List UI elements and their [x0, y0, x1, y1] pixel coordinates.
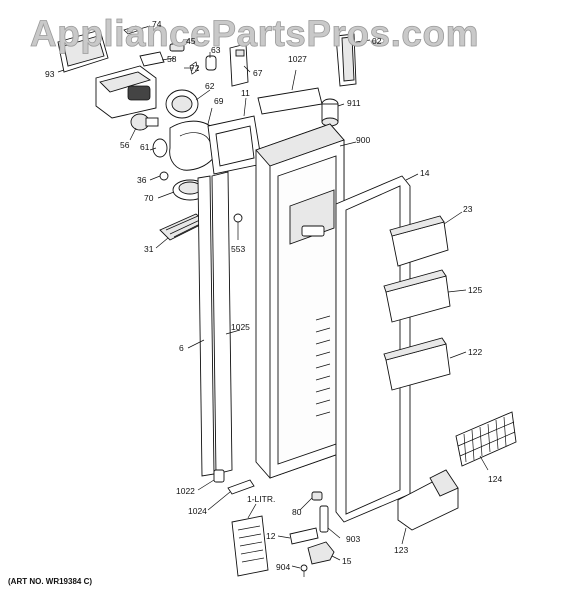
- door-900: [255, 123, 345, 479]
- part-72: [189, 61, 199, 75]
- dispenser-cover-93: [57, 29, 109, 73]
- label-23: 23: [463, 204, 473, 214]
- part-80: [311, 491, 323, 501]
- leader-lines: [57, 25, 489, 569]
- ring-62: [165, 89, 199, 119]
- basket-124: [455, 411, 517, 467]
- part-45: [169, 43, 185, 52]
- label-02: 02: [372, 36, 382, 46]
- bin-123: [397, 469, 459, 531]
- gasket-14: [335, 175, 411, 523]
- strip-1025: [211, 171, 233, 475]
- label-911: 911: [347, 98, 361, 108]
- label-15: 15: [342, 556, 352, 566]
- label-123: 123: [394, 545, 408, 555]
- part-61: [152, 138, 168, 158]
- label-14: 14: [420, 168, 430, 178]
- cap-1027: [257, 87, 323, 115]
- part-1022: [213, 469, 225, 483]
- auger-motor-housing: [95, 65, 157, 119]
- label-72: 72: [190, 63, 200, 73]
- frame-11: [207, 115, 263, 175]
- part-63: [205, 55, 217, 71]
- part-903: [319, 505, 329, 533]
- part-58: [139, 51, 165, 67]
- part-15: [307, 541, 335, 565]
- screw-904: [300, 564, 308, 577]
- label-12: 12: [266, 531, 276, 541]
- label-900: 900: [356, 135, 370, 145]
- chute-69: [169, 120, 220, 171]
- bin-23: [389, 215, 449, 267]
- label-74: 74: [152, 19, 162, 29]
- label-80: 80: [292, 507, 302, 517]
- label-31: 31: [144, 244, 154, 254]
- label-58: 58: [167, 54, 177, 64]
- strip-6: [197, 175, 215, 477]
- label-93: 93: [45, 69, 55, 79]
- screw-553: [233, 213, 243, 232]
- label-67: 67: [253, 68, 263, 78]
- label-1025: 1025: [231, 322, 250, 332]
- label-6: 6: [179, 343, 184, 353]
- label-11: 11: [241, 88, 250, 98]
- label-903: 903: [346, 534, 360, 544]
- part-911: [321, 98, 339, 127]
- bin-125: [383, 269, 451, 323]
- label-1027: 1027: [288, 54, 307, 64]
- bracket-02: [335, 33, 357, 87]
- label-62: 62: [205, 81, 215, 91]
- bin-122: [383, 337, 451, 391]
- door-shelf-ribs: [315, 315, 331, 417]
- part-74: [123, 25, 141, 35]
- label-45: 45: [186, 36, 196, 46]
- label-1024: 1024: [188, 506, 207, 516]
- label-124: 124: [488, 474, 502, 484]
- part-1024: [227, 479, 255, 495]
- art-number: (ART NO. WR19384 C): [8, 577, 92, 586]
- knob-56: [130, 113, 159, 131]
- watermark: AppliancePartsPros.com: [30, 13, 479, 54]
- label-122: 122: [468, 347, 482, 357]
- label-61: 61: [140, 142, 150, 152]
- label-70: 70: [144, 193, 154, 203]
- label-1-litr: 1-LITR.: [247, 494, 275, 504]
- label-904: 904: [276, 562, 290, 572]
- label-36: 36: [137, 175, 147, 185]
- part-12: [289, 527, 319, 545]
- label-1022: 1022: [176, 486, 195, 496]
- label-63: 63: [211, 45, 221, 55]
- label-56: 56: [120, 140, 130, 150]
- label-1-litr: [231, 515, 269, 577]
- label-69: 69: [214, 96, 224, 106]
- part-36: [159, 171, 169, 181]
- label-553: 553: [231, 244, 245, 254]
- label-125: 125: [468, 285, 482, 295]
- bracket-67: [229, 43, 249, 87]
